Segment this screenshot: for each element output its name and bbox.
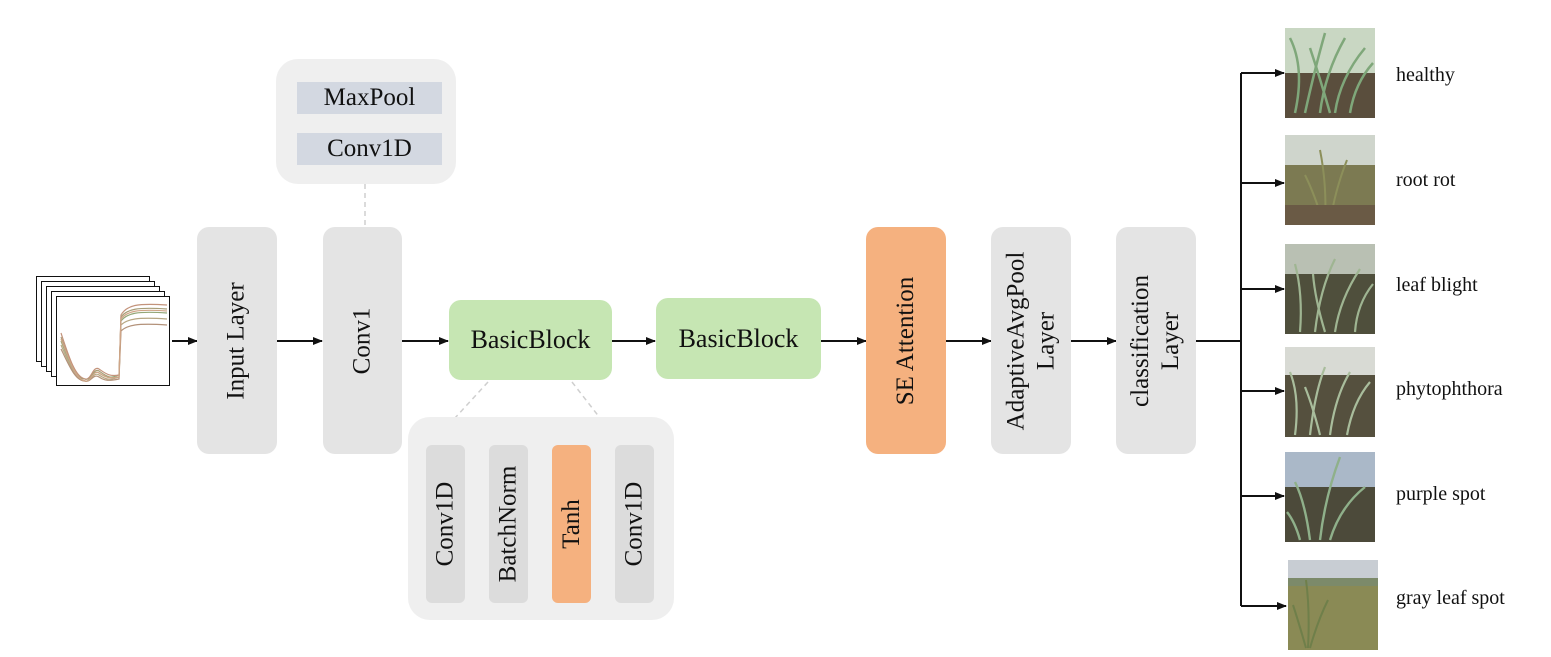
se-attention-label: SE Attention	[892, 276, 920, 405]
bb-conv1d-chip-2: Conv1D	[615, 445, 654, 603]
conv1d-chip: Conv1D	[297, 133, 442, 165]
class-label-gray-leaf-spot: gray leaf spot	[1396, 587, 1505, 609]
input-layer-label: Input Layer	[223, 281, 250, 400]
maxpool-chip: MaxPool	[297, 82, 442, 114]
classification-block: classification Layer	[1116, 227, 1196, 454]
input-layer-block: Input Layer	[197, 227, 277, 454]
basicblock-detail-connector-left	[454, 381, 489, 419]
adaptive-pool-block: AdaptiveAvgPool Layer	[991, 227, 1071, 454]
class-label-purple-spot: purple spot	[1396, 483, 1486, 505]
conv1-detail-panel: MaxPool Conv1D	[276, 59, 456, 184]
conv1-label: Conv1	[348, 307, 376, 374]
class-label-root-rot: root rot	[1396, 169, 1456, 191]
spectra-plot	[56, 296, 170, 386]
basic-block-1-label: BasicBlock	[470, 325, 591, 354]
classification-label: classification Layer	[1127, 274, 1184, 407]
class-label-healthy: healthy	[1396, 64, 1455, 86]
leaf-blight-photo	[1285, 244, 1375, 334]
class-label-phytophthora: phytophthora	[1396, 378, 1503, 400]
basic-block-2: BasicBlock	[656, 298, 821, 379]
spectra-stack-icon	[36, 276, 172, 388]
purple-spot-photo	[1285, 452, 1375, 542]
class-label-leaf-blight: leaf blight	[1396, 274, 1478, 296]
se-attention-block: SE Attention	[866, 227, 946, 454]
root-rot-photo	[1285, 135, 1375, 225]
adaptive-pool-label: AdaptiveAvgPool Layer	[1002, 251, 1059, 430]
basic-block-1: BasicBlock	[449, 300, 612, 380]
gray-leaf-spot-photo	[1288, 560, 1378, 650]
basic-block-detail-panel: Conv1D BatchNorm Tanh Conv1D	[408, 417, 674, 620]
bb-tanh-chip: Tanh	[552, 445, 591, 603]
basicblock-detail-connector-right	[571, 381, 601, 419]
basic-block-2-label: BasicBlock	[678, 323, 799, 353]
conv1-block: Conv1	[323, 227, 402, 454]
healthy-photo	[1285, 28, 1375, 118]
bb-batchnorm-chip: BatchNorm	[489, 445, 528, 603]
bb-conv1d-chip-1: Conv1D	[426, 445, 465, 603]
phytophthora-photo	[1285, 347, 1375, 437]
